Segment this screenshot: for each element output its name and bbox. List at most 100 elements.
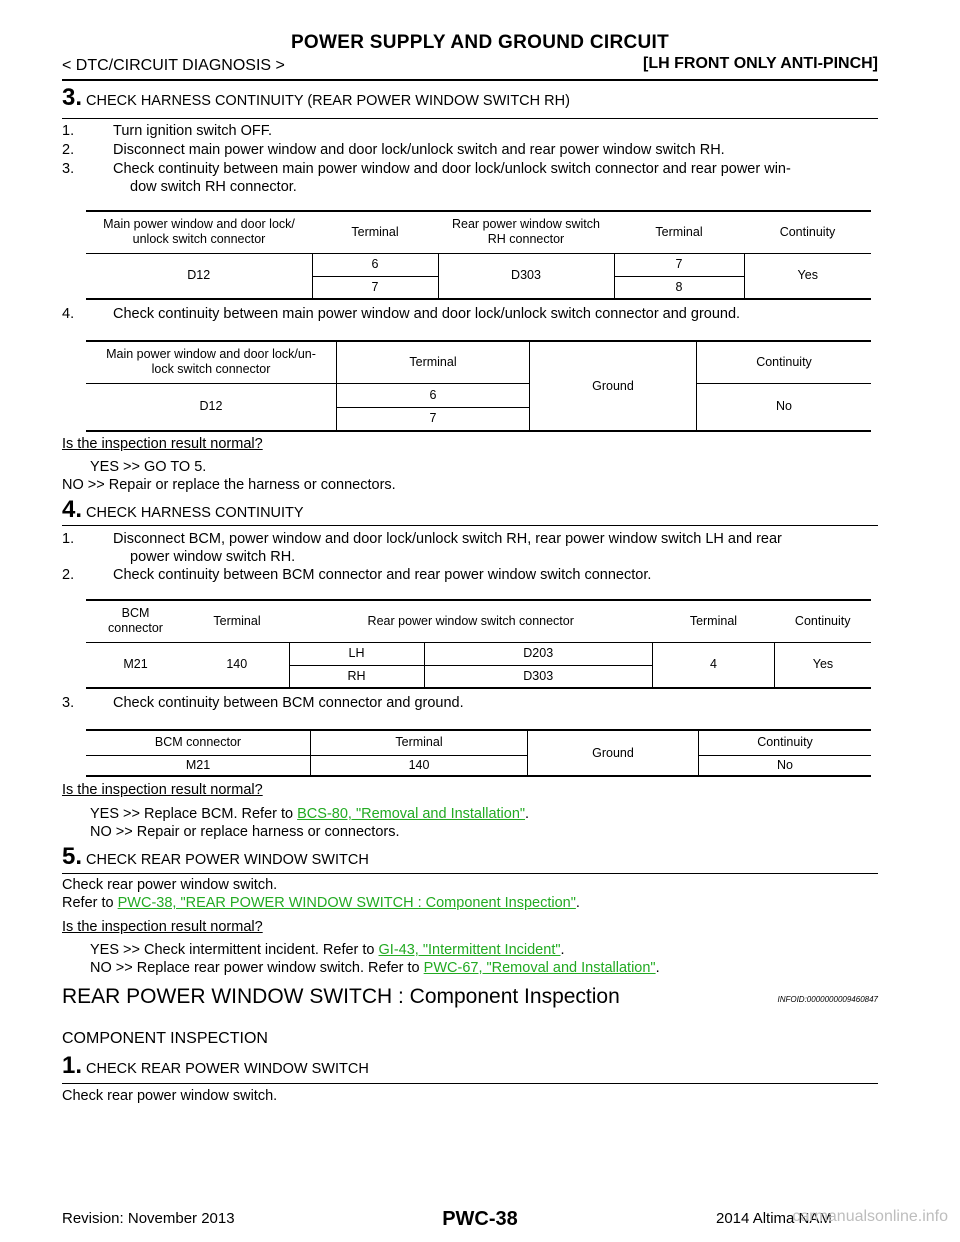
column-header: Continuity: [744, 211, 871, 254]
column-header: Terminal: [614, 211, 744, 254]
step-3-heading: 3. CHECK HARNESS CONTINUITY (REAR POWER …: [62, 84, 570, 112]
column-header: Continuity: [774, 600, 871, 643]
pwc-38-link[interactable]: PWC-38, "REAR POWER WINDOW SWITCH : Comp…: [117, 895, 576, 911]
body-text: Check rear power window switch.: [62, 877, 278, 893]
inspection-question: Is the inspection result normal?: [62, 782, 263, 798]
step-number: 5.: [62, 843, 83, 870]
step-divider: [62, 525, 878, 526]
column-header: Terminal: [312, 211, 438, 254]
step-title: CHECK REAR POWER WINDOW SWITCH: [86, 852, 369, 868]
table-cell: 140: [310, 755, 528, 776]
no-result: NO >> Repair or replace the harness or c…: [62, 477, 396, 493]
table-cell: 4: [651, 642, 775, 688]
no-text: NO >> Replace rear power window switch. …: [90, 960, 424, 976]
list-number: 2.: [62, 142, 75, 158]
list-item: Check continuity between BCM connector a…: [113, 567, 652, 583]
step-title: CHECK REAR POWER WINDOW SWITCH: [86, 1061, 369, 1077]
column-header: Main power window and door lock/unlock s…: [86, 211, 312, 254]
column-header: Terminal: [310, 730, 528, 756]
table-cell: 7: [613, 253, 744, 276]
step-1-heading: 1. CHECK REAR POWER WINDOW SWITCH: [62, 1052, 369, 1080]
table-cell: 140: [226, 657, 248, 672]
column-header: Main power window and door lock/un-lock …: [86, 341, 337, 384]
table-cell: D12: [187, 268, 211, 283]
column-header: Continuity: [696, 341, 871, 384]
inspection-question: Is the inspection result normal?: [62, 436, 263, 452]
column-header: BCM connector: [86, 730, 311, 756]
list-number: 3.: [62, 695, 75, 711]
breadcrumb: < DTC/CIRCUIT DIAGNOSIS >: [62, 57, 285, 74]
table-cell: LH: [288, 642, 424, 665]
step-number: 4.: [62, 496, 83, 523]
yes-result: YES >> Check intermittent incident. Refe…: [90, 942, 565, 958]
table-cell: D303: [437, 253, 614, 299]
list-item: Disconnect BCM, power window and door lo…: [113, 531, 782, 547]
table-cell: Yes: [743, 253, 871, 299]
gi-43-link[interactable]: GI-43, "Intermittent Incident": [378, 942, 561, 958]
continuity-table-4: BCM connector Terminal Ground Continuity…: [86, 729, 871, 777]
table-cell: D12: [199, 399, 223, 414]
column-header: Rear power window switch connector: [289, 600, 653, 643]
step-number: 1.: [62, 1052, 83, 1079]
step-divider: [62, 118, 878, 119]
table-cell: 7: [311, 275, 438, 299]
continuity-table-1: Main power window and door lock/unlock s…: [86, 210, 871, 300]
table-cell: 6: [336, 383, 530, 407]
table-cell: M21: [185, 757, 211, 772]
table-cell: 6: [311, 253, 438, 276]
ground-cell: Ground: [527, 730, 699, 776]
table-cell: M21: [123, 657, 148, 672]
step-4-heading: 4. CHECK HARNESS CONTINUITY: [62, 496, 304, 524]
table-cell: D203: [423, 642, 653, 665]
column-header: Terminal: [652, 600, 775, 643]
bcs-80-link[interactable]: BCS-80, "Removal and Installation": [297, 806, 526, 822]
step-divider: [62, 873, 878, 874]
model-year: 2014 Altima NAM: [716, 1210, 832, 1227]
refer-prefix: Refer to: [62, 895, 118, 911]
body-text: Check rear power window switch.: [62, 1088, 278, 1104]
step-title: CHECK HARNESS CONTINUITY: [86, 505, 304, 521]
inspection-question: Is the inspection result normal?: [62, 919, 263, 935]
list-number: 3.: [62, 161, 75, 177]
no-result: NO >> Repair or replace harness or conne…: [90, 824, 400, 840]
column-header: Terminal: [336, 341, 530, 384]
table-cell: Yes: [773, 642, 871, 688]
refer-text: Refer to PWC-38, "REAR POWER WINDOW SWIT…: [62, 895, 580, 911]
list-item: Turn ignition switch OFF.: [113, 123, 273, 139]
yes-text: YES >> Replace BCM. Refer to: [90, 806, 298, 822]
list-item: Check continuity between main power wind…: [113, 161, 791, 177]
continuity-table-2: Main power window and door lock/un-lock …: [86, 340, 871, 432]
yes-result: YES >> GO TO 5.: [90, 459, 207, 475]
column-header: Terminal: [185, 600, 289, 643]
table-cell: RH: [288, 664, 424, 688]
list-number: 1.: [62, 123, 75, 139]
header-rule: [62, 79, 878, 81]
yes-text: YES >> Check intermittent incident. Refe…: [90, 942, 379, 958]
watermark: carmanualsonline.info: [792, 1208, 948, 1225]
ground-cell: Ground: [529, 341, 697, 431]
step-title: CHECK HARNESS CONTINUITY (REAR POWER WIN…: [86, 93, 570, 109]
list-item: Disconnect main power window and door lo…: [113, 142, 725, 158]
table-cell: 8: [613, 275, 744, 299]
step-number: 3.: [62, 84, 83, 111]
pwc-67-link[interactable]: PWC-67, "Removal and Installation": [423, 960, 656, 976]
list-item: Check continuity between main power wind…: [113, 306, 741, 322]
page-title: POWER SUPPLY AND GROUND CIRCUIT: [290, 32, 670, 53]
no-result: NO >> Replace rear power window switch. …: [90, 960, 660, 976]
list-number: 1.: [62, 531, 75, 547]
section-heading: REAR POWER WINDOW SWITCH : Component Ins…: [62, 985, 620, 1008]
revision-date: Revision: November 2013: [62, 1210, 235, 1227]
list-number: 4.: [62, 306, 75, 322]
table-cell: D303: [423, 664, 653, 688]
yes-result: YES >> Replace BCM. Refer to BCS-80, "Re…: [90, 806, 530, 822]
subsection-heading: COMPONENT INSPECTION: [62, 1030, 268, 1047]
section-subtitle: [LH FRONT ONLY ANTI-PINCH]: [643, 55, 878, 72]
list-item: Check continuity between BCM connector a…: [113, 695, 464, 711]
page-number: PWC-38: [442, 1208, 518, 1230]
step-divider: [62, 1083, 878, 1084]
table-cell: No: [698, 755, 871, 776]
table-cell: 7: [336, 406, 530, 431]
table-cell: No: [696, 383, 871, 431]
